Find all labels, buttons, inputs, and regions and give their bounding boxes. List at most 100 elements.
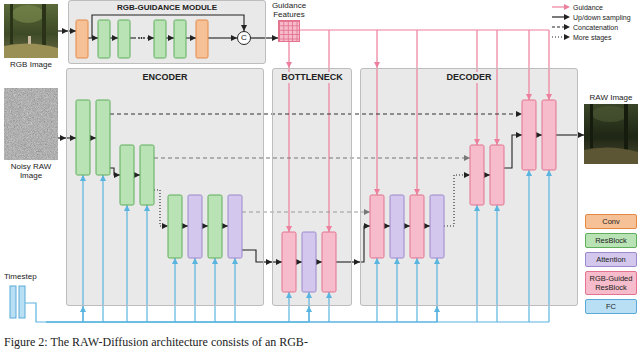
- rgb-photo: [10, 4, 13, 44]
- image-label: RGB Image: [0, 60, 63, 69]
- legend-line-sample: [552, 3, 570, 11]
- conv-block: [76, 20, 208, 58]
- resblock: [208, 195, 222, 258]
- panel-ground: [360, 68, 578, 306]
- ellipsis-dots: [141, 37, 143, 39]
- connector: [264, 261, 272, 262]
- legend-line-sample: [552, 36, 565, 37]
- connector: [46, 306, 437, 322]
- flow-arrow: [147, 37, 154, 38]
- guided-resblock: [470, 145, 484, 205]
- resblock: [174, 20, 186, 58]
- figure-caption: Figure 2: The RAW-Diffusion architecture…: [4, 335, 308, 349]
- raw-photo: [624, 104, 628, 150]
- flow-arrow: [186, 37, 196, 38]
- resblock: [154, 20, 166, 58]
- legend-line-sample: [552, 16, 565, 17]
- flow-arrow: [504, 135, 522, 168]
- raw-photo: [584, 104, 638, 164]
- resblock: [96, 100, 110, 175]
- legend-line-sample: [552, 26, 565, 27]
- flow-arrow: [424, 225, 430, 226]
- panel-ground: [66, 0, 578, 306]
- input-label: Timestep: [4, 272, 46, 281]
- connector: [300, 30, 377, 68]
- more-stages-line: [154, 190, 168, 226]
- guided-resblock: [322, 232, 336, 292]
- guided-resblock: [282, 232, 296, 292]
- flow-arrow: [66, 15, 578, 262]
- attention-block: [430, 195, 444, 258]
- guided-resblock: [370, 195, 384, 258]
- legend-line-sample: [552, 33, 570, 41]
- ellipsis-dots: [138, 37, 140, 39]
- flow-arrow: [384, 225, 390, 226]
- connector: [58, 137, 66, 138]
- guidance-line: [476, 30, 477, 145]
- connector: [46, 306, 83, 322]
- flow-arrow: [66, 137, 76, 138]
- flow-arrow: [110, 37, 118, 38]
- conv-block: [76, 20, 88, 58]
- raw-photo: [584, 147, 638, 164]
- panel-ground: [66, 68, 264, 306]
- legend-swatch: ResBlock: [585, 233, 637, 248]
- legend-text: More stages: [573, 33, 612, 42]
- resblock: [98, 20, 110, 58]
- raw-photo: [590, 104, 593, 148]
- rgb-photo: [12, 5, 44, 23]
- legend-text: Attention: [596, 255, 626, 264]
- connector: [251, 37, 278, 38]
- legend-row: Concatenation: [552, 22, 618, 32]
- legend-text: Concatenation: [573, 23, 618, 32]
- flow-arrow: [296, 261, 302, 262]
- legend-line-sample: [552, 6, 565, 7]
- rgb-photo: [4, 4, 58, 58]
- resblock: [168, 195, 182, 258]
- resblock: [76, 20, 222, 258]
- flow-arrow: [88, 37, 98, 38]
- timestep-line: [82, 175, 83, 322]
- flow-arrow: [556, 134, 578, 135]
- flow-arrow: [134, 174, 140, 175]
- connector: [288, 42, 289, 68]
- guidance-line: [328, 30, 329, 232]
- legend-text: RGB-Guided ResBlock: [590, 274, 633, 292]
- flow-arrow: [166, 37, 174, 38]
- flow-arrow: [242, 250, 264, 262]
- resblock: [140, 145, 154, 205]
- rgb-photo: [4, 43, 58, 58]
- legend-swatch: RGB-Guided ResBlock: [585, 271, 637, 295]
- guidance-line: [548, 30, 549, 100]
- flow-arrow: [110, 168, 120, 175]
- attention-block: [228, 195, 242, 258]
- attention-block: [302, 232, 316, 292]
- panel-title: DECODER: [444, 72, 493, 83]
- flow-arrow: [222, 225, 228, 226]
- more-stages-line: [444, 175, 470, 226]
- flow-arrow: [316, 261, 322, 262]
- guided-resblock: [410, 195, 424, 258]
- panel-ground: [272, 68, 352, 306]
- noisy-photo: [4, 88, 58, 160]
- flow-arrow: [90, 137, 96, 138]
- timestep-line: [528, 170, 529, 322]
- legend-arrowhead: [564, 4, 570, 10]
- legend-line-sample: [552, 23, 570, 31]
- panel-title: ENCODER: [140, 72, 189, 83]
- timestep-line: [288, 292, 289, 322]
- legend-row: Up/down sampling: [552, 12, 631, 22]
- legend-arrowhead: [564, 24, 570, 30]
- raw-photo: [584, 104, 638, 164]
- guided-resblock: [542, 100, 556, 170]
- fc-bar: [10, 286, 16, 318]
- image-label: Noisy RAW Image: [0, 162, 63, 180]
- legend-swatch: Attention: [585, 252, 637, 267]
- flow-arrow: [272, 261, 282, 262]
- timestep-line: [214, 258, 215, 322]
- image-box: RAW Image: [584, 104, 638, 164]
- encoder-panel: ENCODER: [66, 68, 264, 306]
- guidance-line: [288, 68, 289, 232]
